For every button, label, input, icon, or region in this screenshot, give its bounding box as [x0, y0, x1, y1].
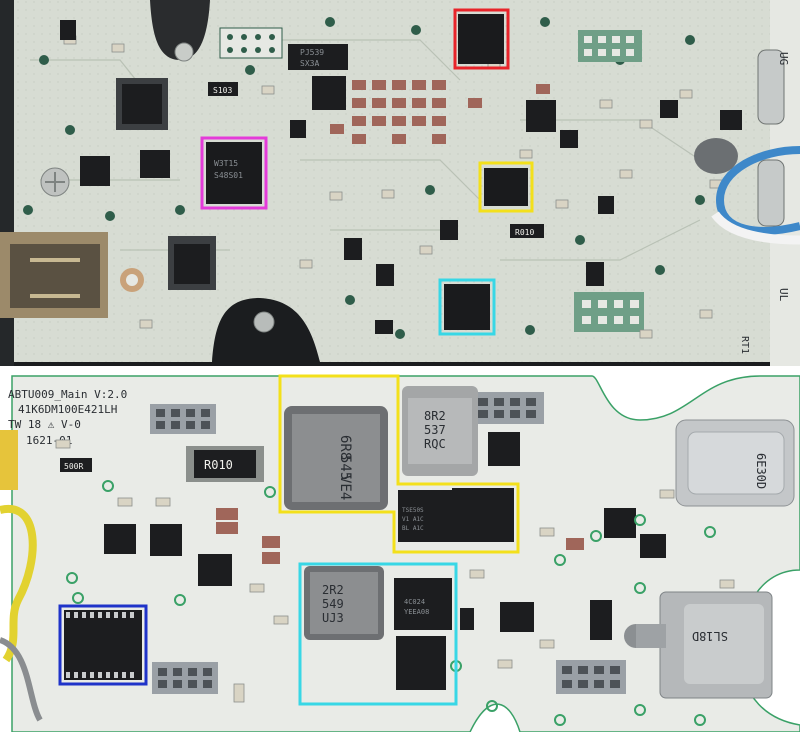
svg-text:UJ3: UJ3	[322, 611, 344, 625]
top-usb-connector	[0, 232, 108, 318]
silk-line3: TW 18 ⚠ V-0	[8, 418, 81, 431]
top-board: PJ539 SX3A S103 R010 W3T15 S48S01	[0, 0, 800, 366]
svg-text:RQC: RQC	[424, 437, 446, 451]
bottom-inductor-mid: 2R2 549 UJ3	[304, 566, 384, 640]
svg-text:545: 545	[337, 455, 353, 480]
top-res-s103: S103	[208, 82, 238, 96]
top-pin-headers	[219, 27, 644, 332]
svg-text:8R2: 8R2	[424, 409, 446, 423]
svg-text:SX3A: SX3A	[300, 59, 319, 68]
silk-line2: 41K6DM100E421LH	[18, 403, 117, 416]
top-vias	[23, 17, 705, 339]
bottom-usb-c-connector: 6E30D	[675, 419, 795, 507]
svg-text:S48S01: S48S01	[214, 171, 243, 180]
svg-text:VE4: VE4	[337, 475, 353, 500]
top-magenta-ic: W3T15 S48S01	[200, 136, 268, 210]
highlight-box-yellow	[478, 161, 534, 213]
top-chip-pj539: PJ539 SX3A	[288, 44, 348, 70]
highlight-box-cyan-bottom	[298, 562, 458, 706]
svg-text:S103: S103	[213, 86, 232, 95]
bottom-audio-jack: SL18D	[624, 591, 773, 699]
label-ug: UG	[777, 52, 790, 65]
bottom-blue-ic	[58, 604, 148, 686]
bottom-res-500r: 500R	[60, 458, 92, 472]
label-ul: UL	[777, 288, 790, 302]
svg-text:6R8: 6R8	[337, 435, 353, 460]
bottom-inductor-top: 8R2 537 RQC	[402, 386, 478, 476]
highlight-box-cyan	[438, 278, 496, 336]
highlight-box-blue	[58, 604, 148, 686]
svg-text:500R: 500R	[64, 462, 83, 471]
highlight-box-magenta	[200, 136, 268, 210]
svg-text:2R2: 2R2	[322, 583, 344, 597]
top-red-ic	[453, 8, 510, 70]
silk-title: ABTU009_Main V:2.0	[8, 388, 127, 401]
top-ics	[60, 20, 742, 334]
highlight-box-yellow-bottom	[278, 374, 520, 554]
bottom-yellow-wire	[0, 430, 43, 722]
svg-text:PJ539: PJ539	[300, 48, 324, 57]
svg-text:537: 537	[424, 423, 446, 437]
top-res-r010: R010	[510, 224, 544, 238]
top-notch	[150, 0, 210, 60]
svg-text:549: 549	[322, 597, 344, 611]
top-screw	[40, 42, 275, 333]
bottom-passives	[55, 439, 735, 703]
bottom-silkscreen: ABTU009_Main V:2.0 41K6DM100E421LH TW 18…	[8, 388, 127, 447]
bottom-inductor-large: 6R8 545 VE4	[284, 406, 388, 510]
bottom-res-r010: R010	[186, 446, 264, 482]
top-cyan-ic	[438, 278, 496, 336]
svg-text:W3T15: W3T15	[214, 159, 238, 168]
bottom-mosfets: TSE50S V1 A1C BL A1C 4C024 YEEA08	[104, 432, 666, 690]
bottom-pin-headers	[150, 392, 626, 694]
svg-text:4C024: 4C024	[404, 598, 425, 606]
svg-text:BL A1C: BL A1C	[402, 525, 424, 532]
top-yellow-ic	[478, 161, 534, 213]
svg-text:SL18D: SL18D	[692, 629, 728, 643]
svg-text:R010: R010	[204, 458, 233, 472]
svg-text:6E30D: 6E30D	[754, 453, 768, 489]
label-rt1: RT1	[739, 336, 750, 354]
svg-text:V1 A1C: V1 A1C	[402, 516, 424, 523]
svg-text:YEEA08: YEEA08	[404, 608, 429, 616]
highlight-box-red	[453, 8, 510, 70]
bottom-board: ABTU009_Main V:2.0 41K6DM100E421LH TW 18…	[0, 372, 800, 732]
top-wire-solder	[694, 49, 800, 245]
svg-text:R010: R010	[515, 228, 534, 237]
svg-text:TSE50S: TSE50S	[402, 507, 424, 514]
top-pcb-body	[8, 0, 792, 362]
